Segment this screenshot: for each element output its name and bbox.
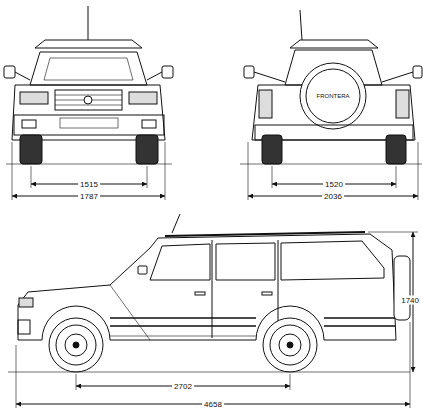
dimension-label: 2036 bbox=[322, 192, 344, 201]
dimension-label: 1515 bbox=[78, 180, 100, 189]
dimension-label: 1787 bbox=[78, 192, 100, 201]
dimension-label: 1740 bbox=[399, 296, 421, 305]
side-view bbox=[8, 214, 418, 408]
dimension-label: 2702 bbox=[172, 382, 194, 391]
badge-text: FRONTERA bbox=[316, 93, 351, 100]
rear-view bbox=[240, 10, 422, 200]
front-view bbox=[4, 6, 173, 200]
dimension-label: 4658 bbox=[202, 400, 224, 409]
dimension-label: 1520 bbox=[323, 180, 345, 189]
